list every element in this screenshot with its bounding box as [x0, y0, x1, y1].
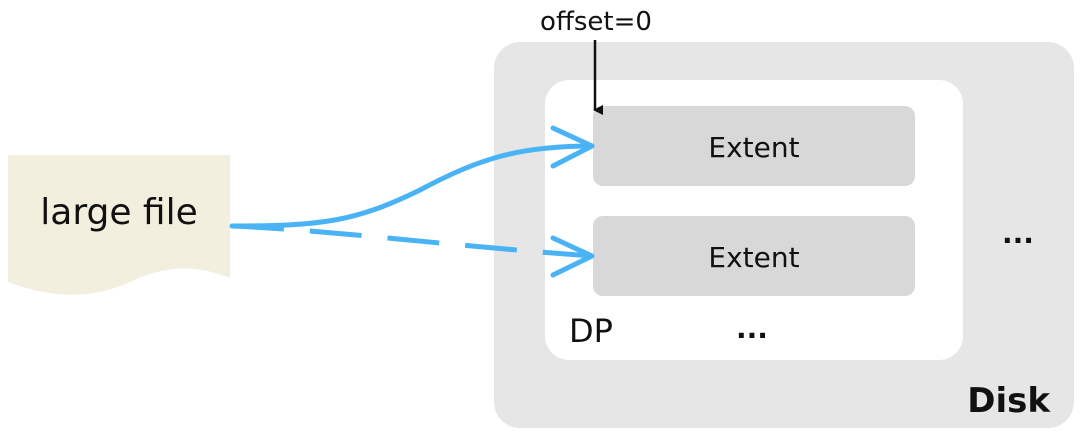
dp-label: DP — [569, 312, 613, 350]
offset-label: offset=0 — [540, 7, 652, 37]
disk-label: Disk — [967, 381, 1051, 421]
extent-block: Extent — [593, 216, 915, 296]
extent-block: Extent — [593, 106, 915, 186]
large-file-label: large file — [40, 192, 198, 233]
disk-ellipsis: ... — [1002, 217, 1034, 250]
dashed-mapping-arrow — [231, 223, 593, 259]
extent-label: Extent — [708, 241, 799, 274]
solid-arrow-head — [550, 125, 595, 169]
extent-label: Extent — [708, 131, 799, 164]
solid-mapping-arrow — [229, 143, 595, 229]
dp-ellipsis: ... — [736, 312, 768, 345]
dashed-arrow-head — [550, 235, 595, 278]
large-file-shape — [8, 155, 230, 295]
